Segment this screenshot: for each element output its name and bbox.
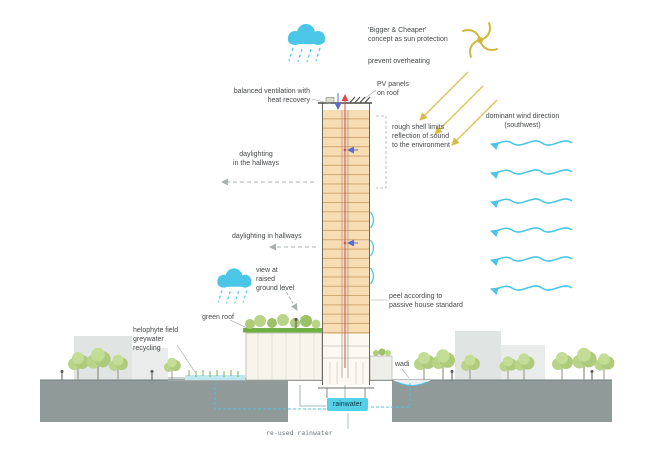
sun-icon [462, 22, 498, 58]
label-prevent-overheating: prevent overheating [368, 58, 430, 65]
people [60, 318, 594, 380]
tower-section [243, 97, 393, 398]
label-dominant-wind: dominant wind direction (southwest) [485, 113, 560, 130]
label-daylighting-lower: daylighting in hallways [232, 233, 302, 240]
label-peel: peel according to passive house standard [389, 293, 463, 310]
label-connectors [176, 89, 410, 379]
label-balanced-ventilation: balanced ventilation with heat recovery [233, 88, 310, 105]
podium-planting [245, 314, 391, 356]
label-green-roof: green roof [202, 314, 234, 321]
wadi-shape [393, 380, 431, 386]
rain-cloud-icon-2 [217, 268, 252, 304]
sun-ray-arrows [419, 71, 498, 146]
label-rough-shell: rough shell limits reflection of sound t… [392, 124, 450, 150]
label-reused-rainwater: re-used rainwater [266, 429, 333, 437]
rain-cloud-icon [288, 24, 325, 63]
peel-marks [369, 211, 375, 285]
helophyte-field-shape [185, 370, 245, 380]
label-view: view at raised ground level [256, 267, 295, 293]
heat-recovery-unit [325, 97, 335, 103]
rough-shell-bracket [376, 115, 387, 189]
label-helophyte: helophyte field greywater recycling [133, 327, 179, 353]
label-concept: 'Bigger & Cheaper' concept as sun protec… [368, 27, 448, 44]
pv-panels [349, 96, 371, 103]
daylight-arrows [221, 178, 316, 311]
context-buildings [74, 331, 545, 381]
label-pv-panels: PV panels on roof [377, 81, 409, 98]
label-daylighting-upper: daylighting in the hallways [233, 151, 279, 168]
label-wadi: wadi [395, 361, 410, 368]
green-roof-strip [243, 328, 325, 333]
ventilation-arrows [334, 93, 358, 368]
rainwater-pipes [214, 383, 411, 429]
wind-arrows [490, 140, 573, 295]
rainwater-tank-label: rainwater [327, 398, 368, 411]
